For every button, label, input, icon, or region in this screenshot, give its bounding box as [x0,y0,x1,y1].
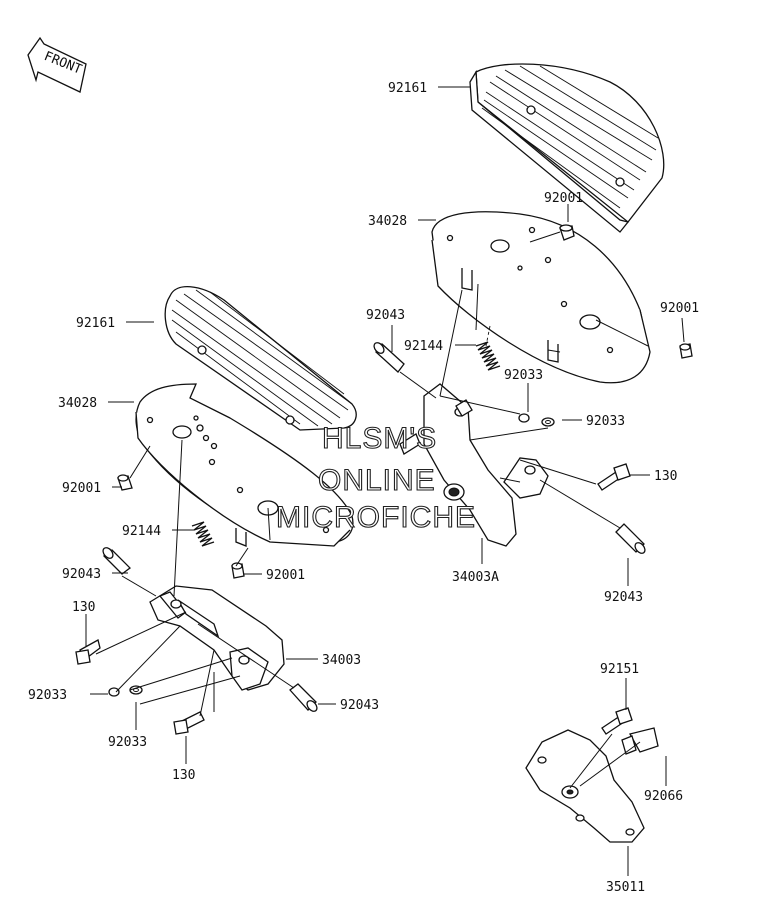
nut-92001-lower-mid [231,562,245,579]
pin-92043-bottom [289,683,318,712]
label-92043-left: 92043 [62,567,101,582]
bolt-130-bottom [173,711,205,735]
bolt-92151 [601,707,633,735]
label-92144-left: 92144 [122,524,161,539]
bracket-35011 [525,729,645,843]
watermark: HLSM'S ONLINE MICROFICHE [275,421,476,534]
label-92033-left-a: 92033 [28,688,67,703]
nut-92001-upper [559,224,575,241]
floorboard-plate-lower [135,383,354,547]
label-92161-lower: 92161 [76,316,115,331]
floorboard-rubber-lower [164,285,357,431]
label-92161-upper: 92161 [388,81,427,96]
part-labels: 92161 92001 34028 92001 92043 92144 9203… [28,81,699,895]
nut-92001-right [679,343,693,359]
label-92043-right-bottom: 92043 [604,590,643,605]
watermark-line-3: MICROFICHE [276,501,476,534]
stopper-92066 [621,727,659,755]
floorboard-plate-upper [431,211,651,384]
spring-92144-right [475,325,501,371]
watermark-line-2: ONLINE [318,464,436,497]
label-34003: 34003 [322,653,361,668]
label-92001-upper-right: 92001 [660,301,699,316]
label-92033-right-b: 92033 [586,414,625,429]
label-34028-lower: 34028 [58,396,97,411]
label-92043-mid: 92043 [366,308,405,323]
label-92043-bottom: 92043 [340,698,379,713]
label-92066: 92066 [644,789,683,804]
label-92001-lower-mid: 92001 [266,568,305,583]
label-92001-lower-left: 92001 [62,481,101,496]
watermark-line-1: HLSM'S [322,422,437,455]
washer-92033-left-a [108,687,120,697]
bracket-34003A [399,383,549,547]
label-34028-upper: 34028 [368,214,407,229]
bracket-34003 [149,585,285,691]
washer-92033-right-a [518,413,530,423]
label-92033-right-a: 92033 [504,368,543,383]
pin-92043-right-bottom [615,523,646,554]
floorboard-rubber-upper [469,63,665,233]
pin-92043-mid [373,342,405,373]
label-130-right: 130 [654,469,677,484]
bolt-130-left [75,639,101,665]
label-leader-lines [85,86,685,876]
front-arrow-badge: FRONT [27,36,87,93]
label-92033-left-b: 92033 [108,735,147,750]
spring-92144-left [191,521,215,547]
label-130-left: 130 [72,600,95,615]
washer-92033-right-b [541,417,555,427]
pin-92043-left [102,547,131,575]
label-35011: 35011 [606,880,645,895]
bolt-130-right [597,463,631,491]
label-92144-right: 92144 [404,339,443,354]
label-130-bottom: 130 [172,768,195,783]
assembly-guide-lines [95,231,649,789]
label-92151: 92151 [600,662,639,677]
label-92001-upper-mid: 92001 [544,191,583,206]
label-34003A: 34003A [452,570,499,585]
